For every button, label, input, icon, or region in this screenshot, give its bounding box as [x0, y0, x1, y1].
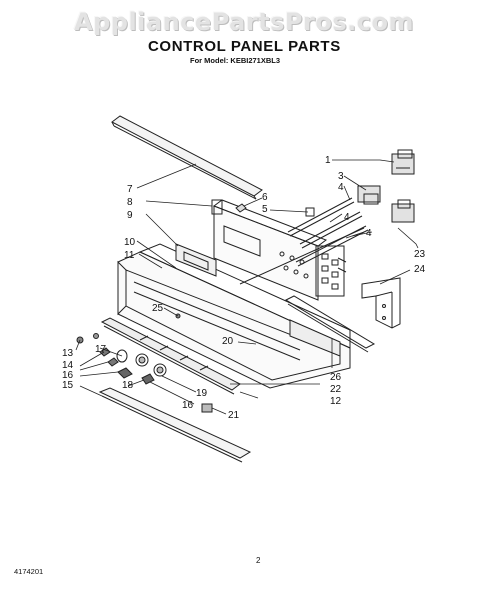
callout-20: 20 [222, 336, 234, 347]
callout-24: 24 [414, 264, 426, 275]
callout-16-lower: 16 [182, 400, 194, 411]
page-number: 2 [256, 556, 261, 565]
callout-7: 7 [127, 184, 133, 195]
callout-19: 19 [196, 388, 208, 399]
callout-4-upper: 4 [338, 182, 344, 193]
callout-10: 10 [124, 237, 136, 248]
trim-strip [111, 115, 263, 200]
callout-26: 26 [330, 372, 342, 383]
watermark: AppliancePartsPros.com [74, 8, 414, 36]
document-number: 4174201 [14, 567, 44, 576]
leader-lines [75, 159, 419, 415]
callout-11: 11 [124, 250, 135, 261]
diagram-title: CONTROL PANEL PARTS [148, 38, 341, 55]
model-subtitle: For Model: KEBI271XBL3 [190, 56, 281, 65]
callout-13: 13 [62, 348, 74, 359]
rod-set [239, 197, 369, 285]
mounting-bracket [211, 199, 347, 301]
callout-1: 1 [325, 155, 331, 166]
lower-trim-piece [98, 387, 252, 463]
control-panel-frame [117, 243, 351, 389]
callout-21: 21 [228, 410, 240, 421]
callout-16-left: 16 [62, 370, 74, 381]
callout-12: 12 [330, 396, 342, 407]
callout-4-right: 4 [366, 228, 372, 239]
callout-14: 14 [62, 360, 74, 371]
knobs-and-fasteners [76, 313, 213, 413]
callout-9: 9 [127, 210, 133, 221]
callout-8: 8 [127, 197, 133, 208]
callout-3: 3 [338, 171, 344, 182]
callout-25: 25 [152, 303, 164, 314]
switch-assemblies [357, 149, 415, 223]
callout-labels: 1 3 4 7 6 8 5 9 4 4 10 11 23 24 25 20 17… [62, 155, 426, 421]
callout-6: 6 [262, 192, 268, 203]
callout-23: 23 [414, 249, 426, 260]
callout-18: 18 [122, 380, 134, 391]
callout-17: 17 [95, 344, 107, 355]
clip-and-nut [235, 203, 315, 217]
callout-4-middle: 4 [344, 212, 350, 223]
rail-bar [284, 295, 376, 353]
callout-22: 22 [330, 384, 342, 395]
callout-5: 5 [262, 204, 268, 215]
callout-15: 15 [62, 380, 74, 391]
side-bracket [361, 277, 401, 329]
